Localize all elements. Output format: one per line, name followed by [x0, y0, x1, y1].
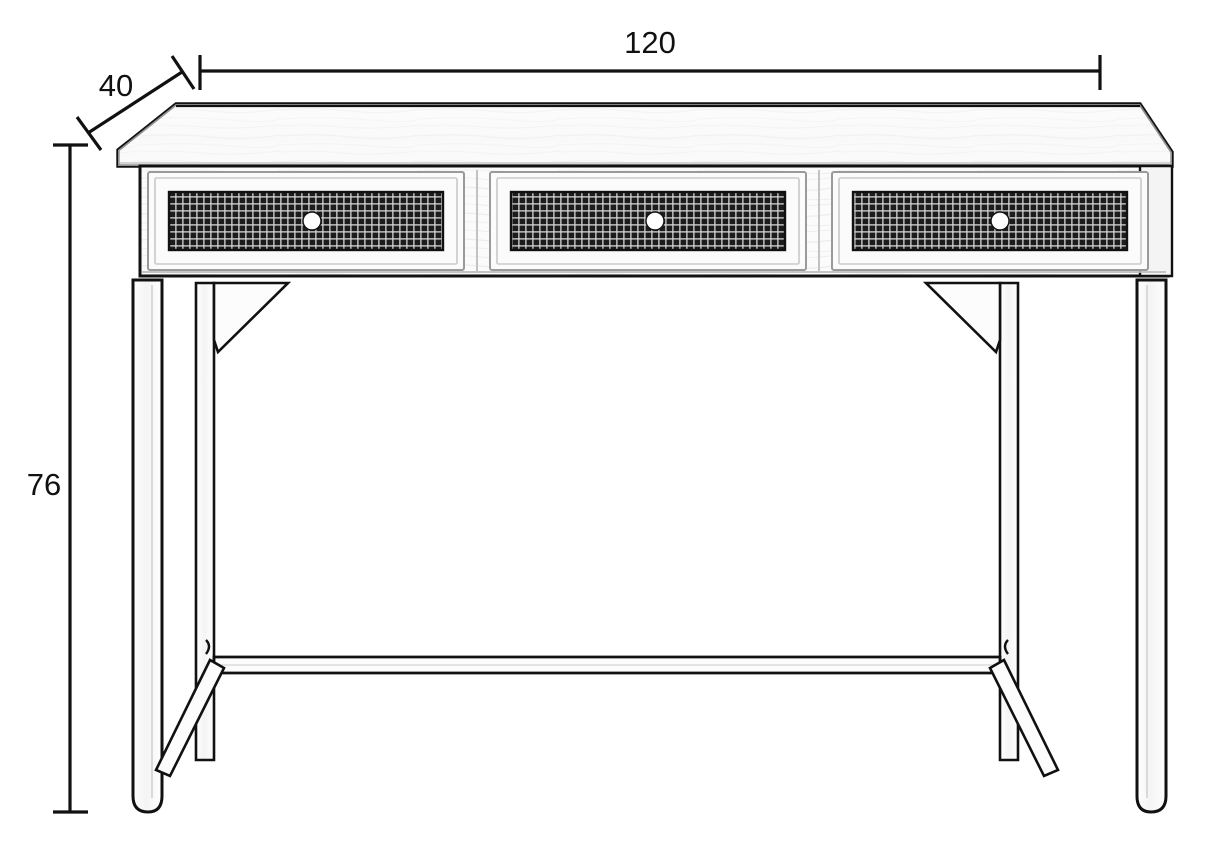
stretcher-right-diagonal [988, 658, 1060, 778]
leg-back-left [194, 281, 216, 762]
drawer-center-knob[interactable] [645, 211, 665, 231]
drawer-center-bevel [496, 177, 800, 265]
leg-group [131, 278, 1168, 814]
drawer-left-knob[interactable] [302, 211, 322, 231]
tick-depth-lower [75, 116, 103, 151]
leg-front-right [1135, 278, 1168, 814]
console-table [116, 102, 1174, 814]
table-top-grain [118, 104, 1172, 166]
brace-corner-left [212, 281, 292, 355]
brace-corner-right [922, 281, 1002, 355]
drawer-right-knob[interactable] [990, 211, 1010, 231]
drawer-center[interactable] [489, 171, 807, 271]
brace-group [212, 281, 1002, 355]
joint-notch-right [1003, 639, 1009, 655]
tick-depth-upper [170, 55, 196, 90]
leg-front-left [131, 278, 164, 814]
dimension-label-depth: 40 [99, 68, 133, 103]
drawer-right[interactable] [831, 171, 1149, 271]
drawer-left-bevel [154, 177, 458, 265]
drawer-right-bevel [838, 177, 1142, 265]
dimension-depth-40: 40 [75, 55, 196, 151]
joint-notch-left [205, 639, 211, 655]
dimension-label-height: 76 [27, 467, 61, 502]
dimension-height-76: 76 [27, 143, 88, 814]
dimension-width-120: 120 [198, 25, 1102, 90]
dimension-line-depth [87, 70, 183, 135]
stretcher-group [154, 639, 1060, 778]
leg-back-right [998, 281, 1020, 762]
stretcher-left-diagonal [154, 658, 226, 778]
table-top [116, 102, 1174, 168]
drawer-left[interactable] [147, 171, 465, 271]
drawer-right-cane-panel [851, 190, 1129, 252]
dimension-label-width: 120 [624, 25, 676, 60]
